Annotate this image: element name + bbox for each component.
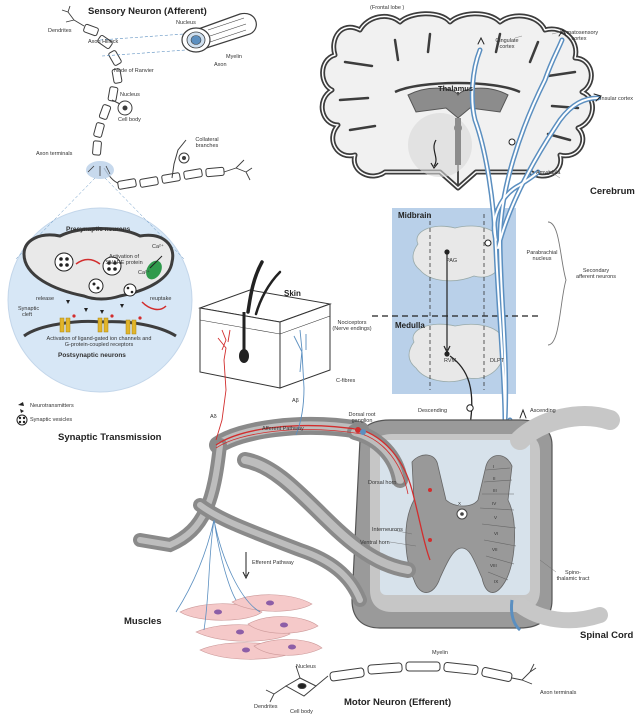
label-collateral-branches: Collateral branches <box>195 137 219 150</box>
label-rvm: RVM <box>444 358 457 364</box>
spinal-cord-illustration <box>133 406 620 632</box>
label-insular-cortex: Insular cortex <box>600 96 634 102</box>
leader-lines <box>389 31 561 573</box>
label-nucleus-sensory: Nucleus <box>120 92 140 98</box>
label-myelin-motor: Myelin <box>432 650 448 656</box>
label-ventral-horn: Ventral horn <box>360 540 390 546</box>
lamina-5: V <box>494 515 498 520</box>
label-midbrain: Midbrain <box>398 211 432 220</box>
legend-neurotransmitters: Neurotransmitters <box>30 403 74 409</box>
synapse-magnification <box>7 177 193 426</box>
label-medulla: Medulla <box>395 321 425 330</box>
motor-neuron <box>265 661 537 703</box>
label-axon-hillock: Axon Hillock <box>88 39 119 45</box>
title-sensory-neuron: Sensory Neuron (Afferent) <box>88 6 207 17</box>
label-axon-terminals-sensory: Axon terminals <box>36 151 73 157</box>
label-secondary-afferent: Secondary afferent neurons <box>576 268 616 281</box>
lamina-10: X <box>458 501 462 506</box>
label-release: release <box>36 296 55 302</box>
title-spinal-cord: Spinal Cord <box>580 630 634 641</box>
label-dendrites-motor: Dendrites <box>254 704 278 710</box>
skin-block <box>198 260 332 441</box>
label-dorsal-root-ganglion: Dorsal root ganglion <box>348 412 376 425</box>
label-afferent-pathway: Afferent Pathway <box>262 426 304 432</box>
label-pag: PAG <box>446 258 458 264</box>
label-frontal-lobe: (Frontal lobe ) <box>370 5 405 11</box>
label-myelin-sensory: Myelin <box>226 54 242 60</box>
label-cell-body-sensory: Cell body <box>118 117 141 123</box>
sensory-neuron <box>61 5 257 190</box>
label-a-beta: Aβ <box>292 398 299 404</box>
legend-synaptic-vesicles: Synaptic vesicles <box>30 417 73 423</box>
label-cingulate-cortex: Cingulate cortex <box>495 38 519 51</box>
label-descending: Descending <box>418 408 448 414</box>
label-axon: Axon <box>214 62 227 68</box>
lamina-4: IV <box>492 501 497 506</box>
label-reuptake: reuptake <box>150 296 172 302</box>
label-c-fibres: C-fibres <box>336 378 356 384</box>
lamina-1: I <box>493 464 495 469</box>
label-ascending: Ascending <box>530 408 556 414</box>
label-nucleus-motor: Nucleus <box>296 664 316 670</box>
label-ca-top: Ca²⁺ <box>152 244 164 250</box>
label-nociceptors: Nociceptors (Nerve endings) <box>332 320 372 333</box>
lamina-3: III <box>493 488 497 493</box>
label-dendrites-sensory: Dendrites <box>48 28 72 34</box>
label-dlpt: DLPT <box>490 358 505 364</box>
title-motor-neuron: Motor Neuron (Efferent) <box>344 697 452 708</box>
lamina-9: IX <box>494 579 499 584</box>
label-somatosensory-cortex: Somatosensory cortex <box>559 30 599 43</box>
title-muscles: Muscles <box>124 616 162 627</box>
label-axon-terminals-motor: Axon terminals <box>540 690 577 696</box>
lamina-7: VII <box>492 547 498 552</box>
label-dorsal-horn: Dorsal horn <box>368 480 397 486</box>
label-synaptic-cleft: Synaptic cleft <box>18 306 40 319</box>
label-skin: Skin <box>284 289 301 298</box>
label-activation-snare: Activation of SNARE protein <box>105 254 143 267</box>
label-interneurons: Interneurons <box>372 527 403 533</box>
label-presynaptic: Presynaptic neurons <box>66 226 131 233</box>
lamina-8: VIII <box>490 563 497 568</box>
title-cerebrum: Cerebrum <box>590 186 635 197</box>
label-node-ranvier: Node of Ranvier <box>114 68 154 74</box>
label-parabrachial: Parabrachial nucleus <box>526 250 558 263</box>
label-postsynaptic: Postsynaptic neurons <box>58 352 126 359</box>
label-thalamus: Thalamus <box>438 84 474 93</box>
lamina-6: VI <box>494 531 499 536</box>
label-amygdala: Amygdala <box>536 170 561 176</box>
muscle-cells <box>175 519 323 660</box>
label-ca-left: Ca²⁺ <box>138 270 150 276</box>
title-synaptic-transmission: Synaptic Transmission <box>58 432 162 443</box>
label-activation-ligand: Activation of ligand-gated ion channels … <box>46 336 152 349</box>
label-efferent-pathway: Efferent Pathway <box>252 560 294 566</box>
label-a-delta: Aδ <box>210 414 217 420</box>
label-spinothalamic-tract: Spino-thalamic tract <box>556 570 590 583</box>
cerebrum-illustration <box>319 11 595 191</box>
label-cell-body-motor: Cell body <box>290 709 313 715</box>
label-nucleus-top: Nucleus <box>176 20 196 26</box>
lamina-2: II <box>493 476 496 481</box>
